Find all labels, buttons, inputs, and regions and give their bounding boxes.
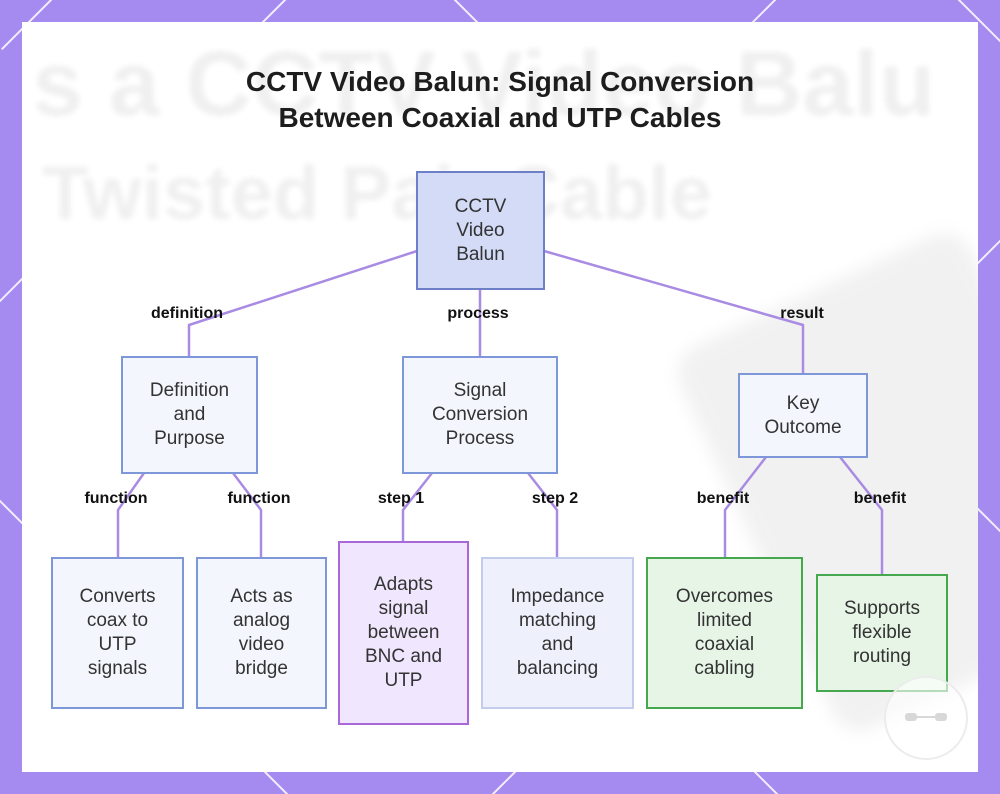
edge-definition-converts [116,472,146,558]
edge-label-result: result [780,305,824,322]
edge-label-step-2: step 2 [531,490,579,507]
title-line-2: Between Coaxial and UTP Cables [278,102,722,133]
node-overcomes-limited-cabling: Overcomes limited coaxial cabling [646,557,803,709]
node-impedance-matching: Impedance matching and balancing [481,557,634,709]
edge-label-benefit-1: benefit [696,490,750,507]
glasses-icon [905,713,947,721]
edge-label-function-2: function [227,490,291,507]
node-definition-and-purpose: Definition and Purpose [121,356,258,474]
edge-definition-bridge [232,472,263,558]
node-adapts-signal: Adapts signal between BNC and UTP [338,541,469,725]
node-label: Key Outcome [764,392,842,438]
node-cctv-video-balun: CCTV Video Balun [416,171,545,290]
node-supports-flexible-routing: Supports flexible routing [816,574,948,692]
node-label: Converts coax to UTP signals [79,586,156,679]
node-label: Adapts signal between BNC and UTP [364,574,443,691]
node-signal-conversion-process: Signal Conversion Process [402,356,558,474]
node-label: CCTV Video Balun [454,195,507,265]
node-analog-video-bridge: Acts as analog video bridge [196,557,327,709]
edge-outcome-overcomes [723,456,767,558]
background-subheading-text: Twisted Pair Cable [42,151,713,236]
node-converts-coax-to-utp: Converts coax to UTP signals [51,557,184,709]
edge-process-adapts [401,472,433,542]
title-line-1: CCTV Video Balun: Signal Conversion [245,66,755,97]
node-label: Impedance matching and balancing [510,586,605,679]
edge-root-outcome [543,249,805,374]
node-label: Signal Conversion Process [431,380,529,449]
node-key-outcome: Key Outcome [738,373,868,458]
edge-label-definition: definition [151,305,223,322]
node-label: Definition and Purpose [149,380,230,449]
edge-label-function-1: function [84,490,148,507]
edge-label-benefit-2: benefit [853,490,907,507]
background-heading-text: s a CCTV Video Balu [32,33,936,135]
watermark-logo [884,676,968,760]
node-label: Acts as analog video bridge [230,586,293,679]
diagram-title: CCTV Video Balun: Signal Conversion Betw… [0,64,1000,136]
node-label: Overcomes limited coaxial cabling [675,586,774,679]
edge-outcome-supports [839,456,884,575]
edge-label-process: process [447,305,509,322]
edge-root-definition [187,249,418,357]
node-label: Supports flexible routing [843,598,921,667]
edge-label-step-1: step 1 [377,490,425,507]
edge-process-impedance [527,472,559,558]
